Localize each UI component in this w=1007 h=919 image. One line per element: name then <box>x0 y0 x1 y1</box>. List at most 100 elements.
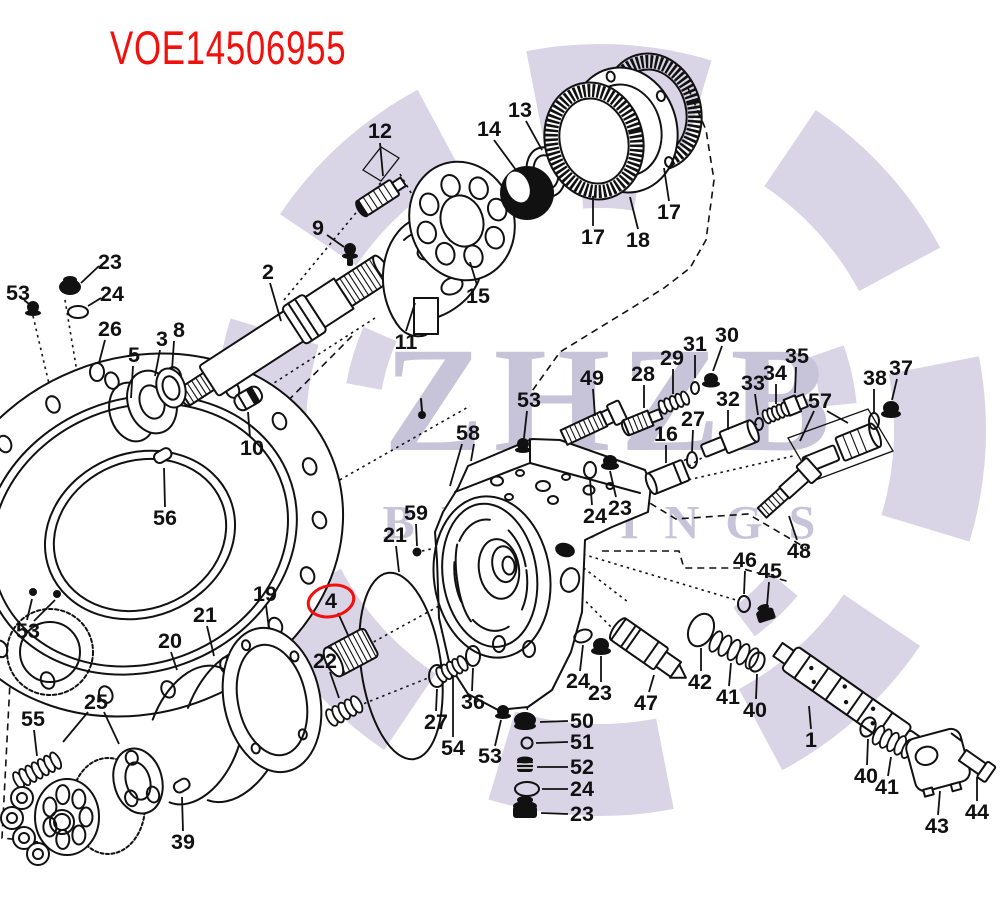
leader-line-39 <box>181 796 184 832</box>
callout-24: 24 <box>570 777 594 801</box>
spring-29 <box>657 390 691 415</box>
leader-line-4 <box>337 612 349 636</box>
hub-flange <box>0 352 345 718</box>
hub-bolt-hole <box>301 457 318 476</box>
leader-line-33 <box>754 393 759 416</box>
leader-line-10 <box>247 411 251 438</box>
block-piston-hole <box>55 784 71 806</box>
sleeve-16 <box>644 459 691 496</box>
callout-29: 29 <box>660 346 684 370</box>
callout-11: 11 <box>395 330 418 354</box>
callout-23: 23 <box>608 496 632 520</box>
leader-line-24 <box>87 297 102 307</box>
oring-38 <box>868 412 880 430</box>
callout-38: 38 <box>863 366 887 390</box>
cartridge-47 <box>609 617 687 679</box>
block-piston-hole <box>42 796 58 818</box>
plug-53-bottom <box>495 705 511 719</box>
leader-line-50 <box>539 720 569 723</box>
leader-line-24 <box>579 644 584 672</box>
part-number-title: VOE14506955 <box>110 21 347 74</box>
oring-40-left <box>748 651 766 673</box>
leader-line-9 <box>326 234 345 248</box>
callout-56: 56 <box>153 506 177 530</box>
callout-9: 9 <box>312 216 324 240</box>
bolt-44 <box>957 748 997 783</box>
leader-line-56 <box>163 467 166 508</box>
leader-line-55 <box>33 729 38 757</box>
leader-line-40 <box>755 673 758 700</box>
leader-line-5 <box>130 365 134 399</box>
leader-line-45 <box>766 581 770 607</box>
callout-31: 31 <box>683 332 707 356</box>
bolt-48 <box>756 457 822 519</box>
leader-line-21 <box>395 545 400 573</box>
callout-44: 44 <box>965 800 989 824</box>
block-piston-hole <box>71 788 87 810</box>
block-piston-hole <box>78 806 94 828</box>
oring-42 <box>686 612 716 648</box>
plug-23-left <box>59 276 81 295</box>
watermark-gear-ring <box>214 44 986 816</box>
leader-line-43 <box>937 790 941 816</box>
hub-bolt-hole <box>271 411 288 431</box>
motor-housing <box>412 398 652 711</box>
pin-56 <box>153 447 173 464</box>
plug-23-upper <box>601 455 619 470</box>
oring-51-icon <box>520 736 534 750</box>
callout-48: 48 <box>787 539 811 563</box>
oring-26 <box>89 362 105 382</box>
callout-35: 35 <box>785 344 809 368</box>
hub-bolt-hole <box>311 510 328 530</box>
leader-line-1 <box>808 705 812 730</box>
bearing-25 <box>112 747 164 815</box>
callout-54: 54 <box>441 736 465 760</box>
leader-line-11 <box>405 302 416 332</box>
washer-8 <box>155 367 187 409</box>
callout-37: 37 <box>889 356 913 380</box>
callout-26: 26 <box>98 317 122 341</box>
leader-line-37 <box>891 378 898 401</box>
spring-55 <box>12 751 63 790</box>
leader-line-58 <box>449 443 463 487</box>
nut-23-icon <box>513 796 537 818</box>
callout-12: 12 <box>368 119 392 143</box>
callout-20: 20 <box>158 629 182 653</box>
leader-line-2 <box>269 282 282 322</box>
leader-line-8 <box>171 340 175 371</box>
callout-21: 21 <box>383 523 407 547</box>
hub-bolt-hole <box>0 434 13 454</box>
callout-53: 53 <box>517 388 541 412</box>
end-cap-43 <box>905 727 971 798</box>
piston-cluster <box>0 786 50 866</box>
callout-18: 18 <box>626 228 650 252</box>
callout-53: 53 <box>478 744 502 768</box>
callout-47: 47 <box>634 691 658 715</box>
rivet-9 <box>342 243 358 266</box>
callout-42: 42 <box>688 670 712 694</box>
red-circle-annotation <box>306 583 356 619</box>
connector-dashed-14 <box>602 550 791 583</box>
hub-bolt-hole <box>39 671 56 690</box>
spring-41-left <box>708 630 760 670</box>
callout-15: 15 <box>466 284 490 308</box>
watermark-gear-inner <box>342 172 858 688</box>
leader-line-53 <box>523 410 528 439</box>
connector-dotted-4 <box>32 315 51 389</box>
callout-45: 45 <box>758 559 782 583</box>
block-piston-hole <box>71 824 87 846</box>
leader-line-21 <box>206 625 215 657</box>
callout-28: 28 <box>631 362 655 386</box>
callout-27: 27 <box>424 710 448 734</box>
spring-54 <box>435 655 469 683</box>
leader-line-35 <box>794 366 797 394</box>
bolt-49 <box>559 399 628 446</box>
plug-52-icon <box>517 756 533 772</box>
leader-line-51 <box>535 741 569 744</box>
oring-31 <box>690 381 700 395</box>
leader-line-14 <box>493 139 517 171</box>
plug-53-topleft <box>25 301 41 316</box>
callout-36: 36 <box>461 690 485 714</box>
leader-line-58 <box>470 443 475 462</box>
callout-19: 19 <box>253 582 277 606</box>
